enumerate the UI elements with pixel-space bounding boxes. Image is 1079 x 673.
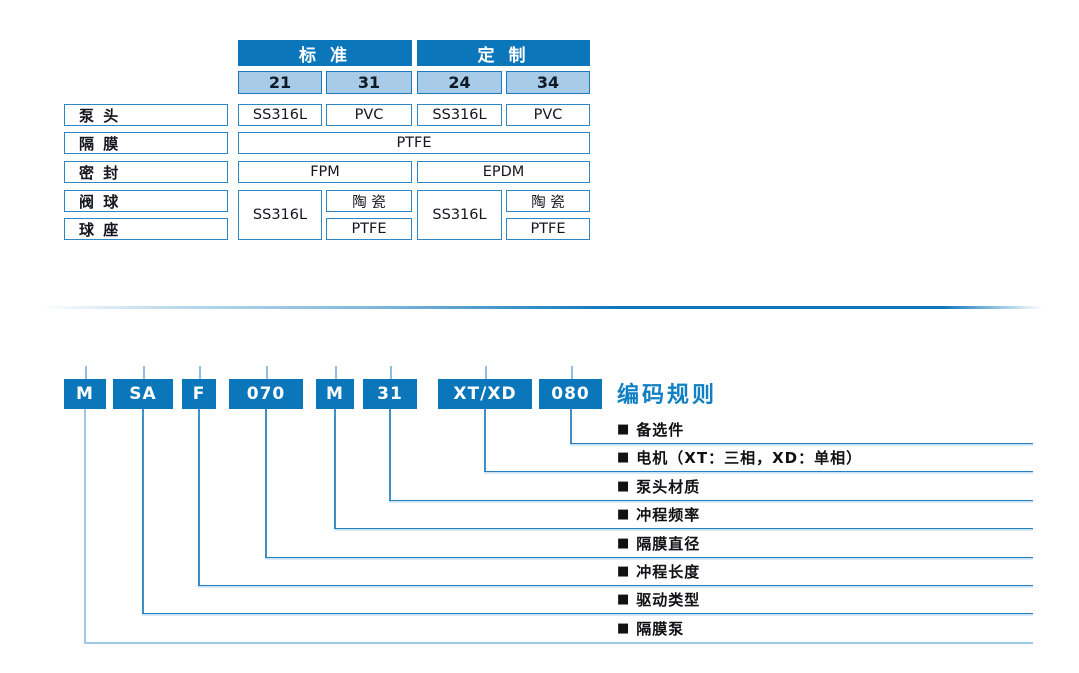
square-bullet-icon: ■	[617, 421, 630, 437]
connector-vline-sa	[142, 409, 144, 613]
connector-hline-material	[389, 500, 1033, 502]
connector-hline-options	[570, 443, 1033, 445]
code-segment-f: F	[182, 379, 216, 409]
cell-diaphragm: PTFE	[238, 132, 590, 154]
coding-rules-title: 编码规则	[617, 383, 718, 408]
connector-vline-m2	[334, 409, 336, 528]
cell-seal-standard: FPM	[238, 161, 412, 183]
square-bullet-icon: ■	[617, 563, 630, 579]
legend-item-pump-head-material: ■ 泵头材质	[617, 476, 700, 496]
cell-pump-head-24: SS316L	[417, 104, 502, 126]
row-label-diaphragm: 隔 膜	[64, 132, 228, 154]
stub-line-5	[335, 366, 337, 379]
square-bullet-icon: ■	[617, 591, 630, 607]
cell-ball-seat-ptfe-custom: PTFE	[506, 218, 590, 240]
connector-vline-080	[570, 409, 572, 443]
table-code-31: 31	[326, 71, 412, 94]
connector-vline-f	[198, 409, 200, 585]
section-divider	[38, 306, 1042, 309]
code-segment-xtxd: XT/XD	[438, 379, 532, 409]
code-segment-m2: M	[316, 379, 354, 409]
legend-item-motor: ■ 电机（XT：三相，XD：单相）	[617, 447, 862, 467]
square-bullet-icon: ■	[617, 449, 630, 465]
legend-label: 驱动类型	[636, 590, 701, 609]
legend-label: 备选件	[636, 420, 685, 439]
legend-item-options: ■ 备选件	[617, 419, 684, 439]
row-label-ball-seat: 球 座	[64, 218, 228, 240]
table-group-header-custom: 定 制	[417, 40, 590, 66]
legend-item-diaphragm-pump: ■ 隔膜泵	[617, 618, 684, 638]
connector-vline-070	[265, 409, 267, 557]
connector-hline-motor	[484, 471, 1033, 473]
code-segment-070: 070	[229, 379, 303, 409]
cell-pump-head-21: SS316L	[238, 104, 322, 126]
legend-label: 隔膜泵	[636, 619, 685, 638]
legend-label: 冲程长度	[636, 562, 701, 581]
row-label-pump-head: 泵 头	[64, 104, 228, 126]
cell-valve-ball-ceramic-custom: 陶 瓷	[506, 190, 590, 212]
code-segment-31: 31	[363, 379, 417, 409]
connector-hline-diameter	[265, 557, 1033, 559]
code-segment-080: 080	[539, 379, 602, 409]
table-code-21: 21	[238, 71, 322, 94]
row-label-valve-ball: 阀 球	[64, 190, 228, 212]
cell-pump-head-31: PVC	[326, 104, 412, 126]
connector-vline-xtxd	[484, 409, 486, 471]
connector-vline-31	[389, 409, 391, 500]
square-bullet-icon: ■	[617, 478, 630, 494]
legend-item-stroke-length: ■ 冲程长度	[617, 561, 700, 581]
cell-seal-custom: EPDM	[417, 161, 590, 183]
legend-item-drive-type: ■ 驱动类型	[617, 589, 700, 609]
connector-hline-drive	[142, 613, 1033, 615]
stub-line-1	[85, 366, 87, 379]
legend-label: 泵头材质	[636, 477, 701, 496]
legend-item-stroke-frequency: ■ 冲程频率	[617, 504, 700, 524]
legend-item-diaphragm-diameter: ■ 隔膜直径	[617, 533, 700, 553]
cell-valve-merged-custom: SS316L	[417, 190, 502, 240]
code-segment-m1: M	[64, 379, 106, 409]
connector-vline-m1	[84, 409, 86, 642]
cell-valve-ball-ceramic-standard: 陶 瓷	[326, 190, 412, 212]
table-group-header-standard: 标 准	[238, 40, 412, 66]
stub-line-2	[143, 366, 145, 379]
stub-line-7	[485, 366, 487, 379]
row-label-seal: 密 封	[64, 161, 228, 183]
legend-label: 冲程频率	[636, 505, 701, 524]
connector-hline-frequency	[334, 528, 1033, 530]
stub-line-8	[571, 366, 573, 379]
square-bullet-icon: ■	[617, 535, 630, 551]
code-segment-sa: SA	[113, 379, 173, 409]
stub-line-3	[199, 366, 201, 379]
cell-ball-seat-ptfe-standard: PTFE	[326, 218, 412, 240]
square-bullet-icon: ■	[617, 506, 630, 522]
stub-line-4	[266, 366, 268, 379]
legend-label: 电机（XT：三相，XD：单相）	[636, 448, 863, 467]
legend-label: 隔膜直径	[636, 534, 701, 553]
table-code-34: 34	[506, 71, 590, 94]
stub-line-6	[390, 366, 392, 379]
connector-hline-stroke	[198, 585, 1033, 587]
table-code-24: 24	[417, 71, 502, 94]
square-bullet-icon: ■	[617, 620, 630, 636]
cell-valve-merged-standard: SS316L	[238, 190, 322, 240]
cell-pump-head-34: PVC	[506, 104, 590, 126]
connector-hline-pump	[84, 642, 1033, 644]
